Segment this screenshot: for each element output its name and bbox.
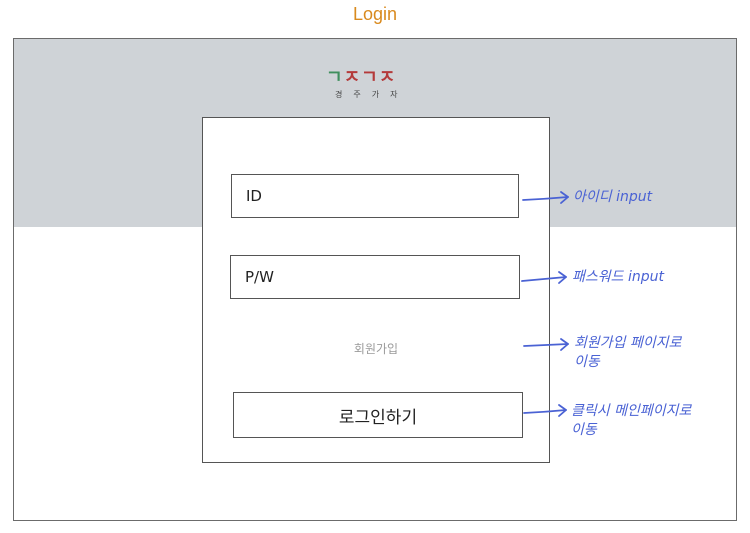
app-frame: ㄱㅈㄱㅈ 경주가자 회원가입 로그인하기 bbox=[13, 38, 737, 521]
signup-link[interactable]: 회원가입 bbox=[353, 342, 399, 356]
signup-annotation-line2: 이동 bbox=[574, 354, 600, 370]
arrow-login-head bbox=[558, 404, 567, 417]
arrow-id-line bbox=[522, 196, 569, 201]
arrow-signup-head bbox=[560, 338, 569, 351]
arrow-pw-line bbox=[521, 276, 567, 282]
login-button[interactable]: 로그인하기 bbox=[233, 392, 523, 438]
logo-glyph-2: ㅈ bbox=[343, 67, 362, 88]
password-input[interactable] bbox=[230, 255, 520, 299]
pw-annotation: 패스워드 input bbox=[572, 268, 664, 287]
id-annotation: 아이디 input bbox=[573, 188, 652, 207]
login-annotation: 클릭시 메인페이지로 이동 bbox=[571, 402, 691, 440]
login-annotation-line1: 클릭시 메인페이지로 bbox=[571, 403, 692, 419]
logo-glyph-4: ㅈ bbox=[378, 67, 397, 88]
logo-glyph-3: ㄱ bbox=[361, 67, 379, 88]
logo-glyph-1: ㄱ bbox=[326, 67, 344, 88]
login-card: 회원가입 로그인하기 bbox=[202, 117, 550, 463]
arrow-signup-line bbox=[523, 343, 569, 347]
logo: ㄱㅈㄱㅈ 경주가자 bbox=[326, 69, 426, 101]
id-input[interactable] bbox=[231, 174, 519, 218]
id-annotation-text: 아이디 input bbox=[573, 189, 653, 205]
arrow-id-head bbox=[560, 191, 569, 204]
signup-annotation: 회원가입 페이지로 이동 bbox=[574, 334, 682, 372]
page-title: Login bbox=[352, 4, 398, 24]
arrow-pw-head bbox=[558, 271, 567, 284]
login-annotation-line2: 이동 bbox=[571, 422, 597, 438]
pw-annotation-text: 패스워드 input bbox=[572, 269, 664, 285]
logo-subtitle: 경주가자 bbox=[335, 90, 409, 99]
arrow-login-line bbox=[523, 409, 567, 414]
signup-annotation-line1: 회원가입 페이지로 bbox=[574, 335, 682, 351]
logo-mark: ㄱㅈㄱㅈ bbox=[326, 69, 396, 87]
